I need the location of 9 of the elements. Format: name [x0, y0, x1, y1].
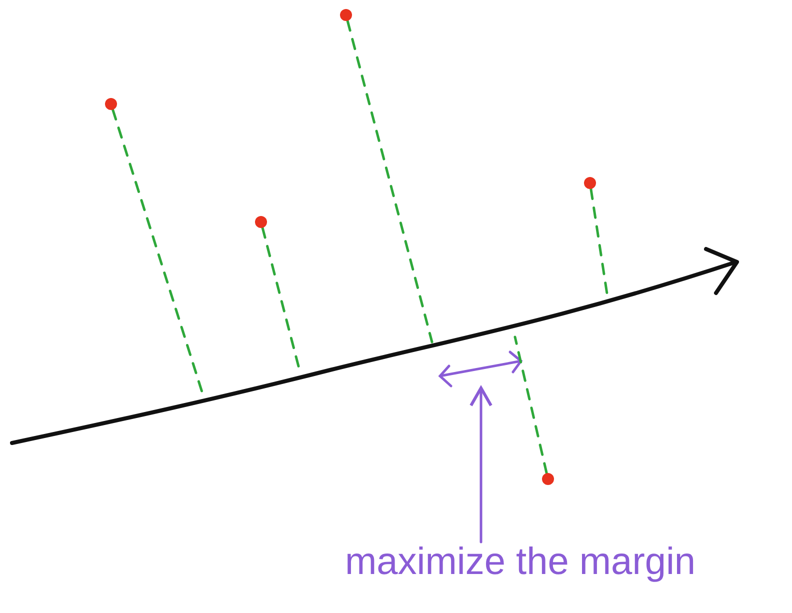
- projection-line: [346, 20, 434, 344]
- data-point: [542, 473, 554, 485]
- data-point: [105, 98, 117, 110]
- data-point: [340, 9, 352, 21]
- annotation-text: maximize the margin: [345, 542, 696, 584]
- projection-line: [514, 336, 548, 474]
- arrow: [470, 386, 492, 544]
- data-point: [255, 216, 267, 228]
- data-point: [584, 177, 596, 189]
